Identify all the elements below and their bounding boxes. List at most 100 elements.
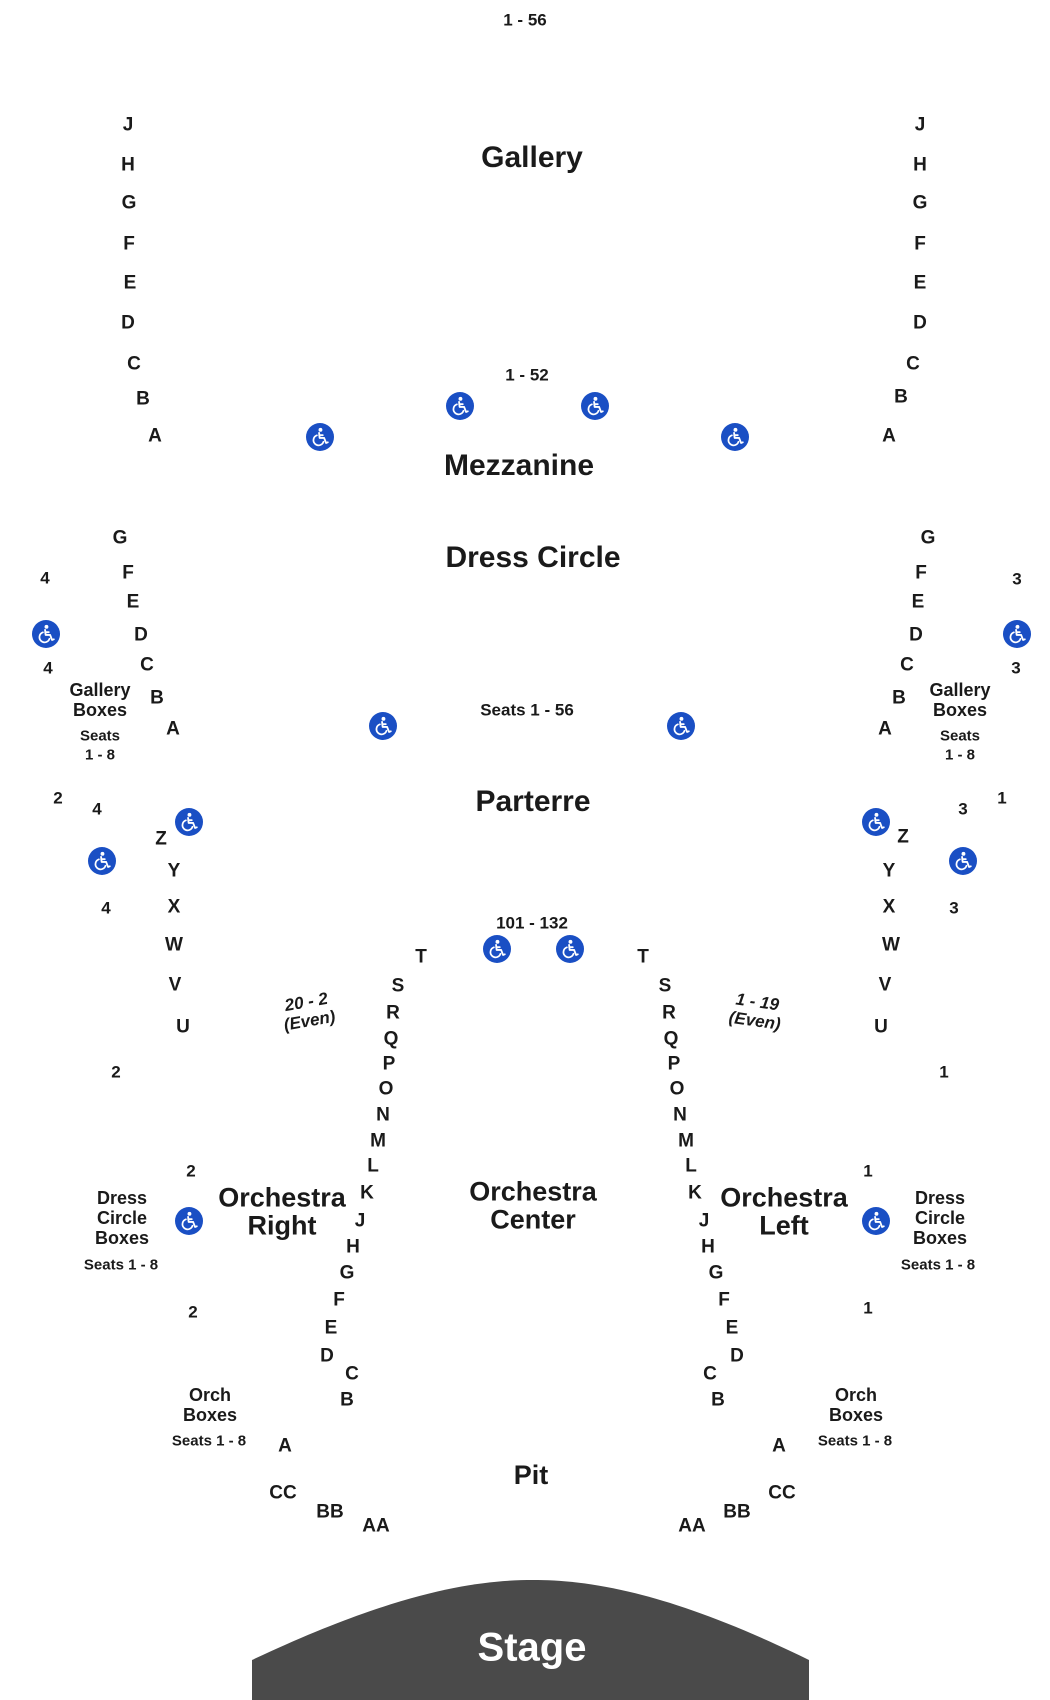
- orch-right-T: T: [415, 946, 427, 968]
- parterre-left-4a: 4: [92, 799, 102, 819]
- gallery-left-J: J: [122, 114, 134, 136]
- dc-boxes-right-1b: 1: [939, 1062, 949, 1082]
- parterre-left-X: X: [167, 896, 181, 918]
- orch-right-P: P: [382, 1053, 396, 1075]
- gallery-boxes-left-wc-wheelchair-icon: [32, 620, 60, 648]
- parterre-right-W: W: [882, 934, 900, 956]
- orch-right-even: 20 - 2 (Even): [282, 988, 337, 1035]
- dc-right-B: B: [892, 687, 906, 709]
- parterre-right-3a: 3: [958, 799, 968, 819]
- gallery-left-B: B: [136, 388, 150, 410]
- orch-right-A: A: [278, 1435, 292, 1457]
- gallery-right-E: E: [913, 272, 927, 294]
- pit-title: Pit: [513, 1459, 549, 1490]
- orch-right-D: D: [320, 1345, 334, 1367]
- orch-left-F: F: [718, 1289, 730, 1311]
- gallery-wc-3-wheelchair-icon: [581, 392, 609, 420]
- orch-center-title: Orchestra Center: [469, 1176, 597, 1235]
- gallery-wc-2-wheelchair-icon: [446, 392, 474, 420]
- gallery-left-E: E: [123, 272, 137, 294]
- pit-right-CC: CC: [768, 1482, 796, 1504]
- orch-left-C: C: [703, 1363, 717, 1385]
- orch-left-S: S: [658, 975, 672, 997]
- orch-left-N: N: [673, 1104, 687, 1126]
- dc-boxes-left-2b: 2: [111, 1062, 121, 1082]
- parterre-title: Parterre: [475, 785, 591, 818]
- orch-right-H: H: [346, 1236, 360, 1258]
- parterre-right-3b: 3: [949, 898, 959, 918]
- orch-left-H: H: [701, 1236, 715, 1258]
- gallery-right-F: F: [914, 233, 926, 255]
- orch-left-J: J: [698, 1210, 710, 1232]
- gallery-title: Gallery: [481, 141, 583, 174]
- orch-right-R: R: [386, 1002, 400, 1024]
- orch-boxes-left-title: Orch Boxes: [182, 1384, 238, 1425]
- gallery-boxes-right-3b: 3: [1011, 658, 1021, 678]
- parterre-left-4b: 4: [101, 898, 111, 918]
- parterre-left-2: 2: [53, 788, 63, 808]
- gallery-boxes-right-seats: Seats 1 - 8: [939, 727, 981, 763]
- orch-left-O: O: [669, 1078, 685, 1100]
- orch-right-Q: Q: [383, 1028, 399, 1050]
- dc-boxes-right-title: Dress Circle Boxes: [912, 1187, 968, 1249]
- pit-left-CC: CC: [269, 1482, 297, 1504]
- dc-boxes-right-seats: Seats 1 - 8: [900, 1256, 976, 1274]
- orch-left-M: M: [678, 1130, 694, 1152]
- parterre-right-Z: Z: [897, 826, 909, 848]
- gallery-right-D: D: [913, 312, 927, 334]
- stage-label: Stage: [477, 1625, 587, 1670]
- dc-right-A: A: [878, 718, 892, 740]
- parterre-left-Y: Y: [167, 860, 181, 882]
- dc-left-F: F: [122, 562, 134, 584]
- orch-left-L: L: [685, 1155, 697, 1177]
- orch-right-S: S: [391, 975, 405, 997]
- gallery-left-G: G: [121, 192, 137, 214]
- orch-left-D: D: [730, 1345, 744, 1367]
- parterre-left-wc-1-wheelchair-icon: [175, 808, 203, 836]
- parterre-right-wc-1-wheelchair-icon: [862, 808, 890, 836]
- dc-boxes-left-title: Dress Circle Boxes: [94, 1187, 150, 1249]
- dc-left-G: G: [112, 527, 128, 549]
- dress-circle-title: Dress Circle: [445, 541, 621, 574]
- dc-boxes-left-seats: Seats 1 - 8: [83, 1256, 159, 1274]
- dc-boxes-right-wc-wheelchair-icon: [862, 1207, 890, 1235]
- gallery-right-H: H: [913, 154, 927, 176]
- orch-boxes-right-seats: Seats 1 - 8: [817, 1432, 893, 1450]
- orch-right-L: L: [367, 1155, 379, 1177]
- orch-center-wc-2-wheelchair-icon: [556, 935, 584, 963]
- orch-right-O: O: [378, 1078, 394, 1100]
- dress-circle-wc-right-wheelchair-icon: [667, 712, 695, 740]
- gallery-boxes-left-seats: Seats 1 - 8: [79, 727, 121, 763]
- gallery-right-G: G: [912, 192, 928, 214]
- gallery-right-A: A: [882, 425, 896, 447]
- orch-left-Q: Q: [663, 1028, 679, 1050]
- orch-right-J: J: [354, 1210, 366, 1232]
- orch-right-N: N: [376, 1104, 390, 1126]
- gallery-wc-4-wheelchair-icon: [721, 423, 749, 451]
- dc-right-G: G: [920, 527, 936, 549]
- pit-right-AA: AA: [678, 1515, 706, 1537]
- pit-left-AA: AA: [362, 1515, 390, 1537]
- dc-boxes-left-2a: 2: [186, 1161, 196, 1181]
- gallery-boxes-left-title: Gallery Boxes: [69, 679, 131, 720]
- gallery-boxes-left-4b: 4: [43, 658, 53, 678]
- parterre-right-1: 1: [997, 788, 1007, 808]
- pit-right-BB: BB: [723, 1501, 751, 1523]
- gallery-left-F: F: [123, 233, 135, 255]
- gallery-boxes-right-wc-wheelchair-icon: [1003, 620, 1031, 648]
- stage-shape: [252, 1580, 809, 1700]
- orch-left-title: Orchestra Left: [720, 1182, 848, 1241]
- orch-center-wc-1-wheelchair-icon: [483, 935, 511, 963]
- orch-left-E: E: [725, 1317, 739, 1339]
- dc-left-A: A: [166, 718, 180, 740]
- gallery-boxes-left-4a: 4: [40, 568, 50, 588]
- orch-boxes-left-seats: Seats 1 - 8: [171, 1432, 247, 1450]
- parterre-right-wc-2-wheelchair-icon: [949, 847, 977, 875]
- parterre-left-U: U: [176, 1016, 190, 1038]
- orch-right-G: G: [339, 1262, 355, 1284]
- orch-left-R: R: [662, 1002, 676, 1024]
- parterre-right-X: X: [882, 896, 896, 918]
- dc-left-C: C: [140, 654, 154, 676]
- gallery-range: 1 - 56: [503, 10, 547, 30]
